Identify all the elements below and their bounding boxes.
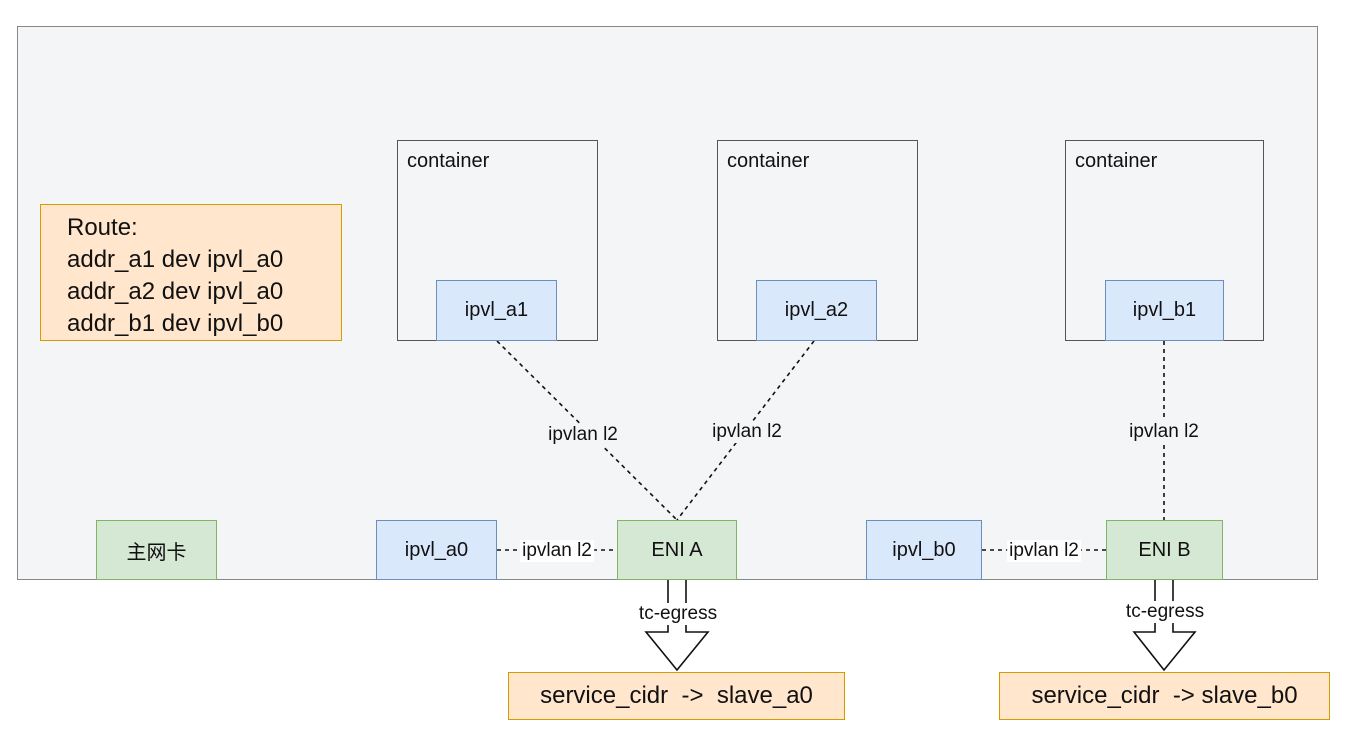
route-line-1: addr_a1 dev ipvl_a0 <box>67 246 284 273</box>
node-ipvl-a2: ipvl_a2 <box>756 280 877 341</box>
route-line-3: addr_b1 dev ipvl_b0 <box>67 310 284 337</box>
edge-label-a1-enia: ipvlan l2 <box>546 424 620 446</box>
edge-label-a2-enia: ipvlan l2 <box>710 421 784 443</box>
node-ipvl-b0: ipvl_b0 <box>866 520 982 580</box>
edge-label-b0-enib: ipvlan l2 <box>1007 540 1081 562</box>
container-a2-title: container <box>727 150 810 172</box>
node-ipvl-a1-label: ipvl_a1 <box>464 299 529 321</box>
container-b1-title: container <box>1075 150 1158 172</box>
node-ipvl-b1: ipvl_b1 <box>1105 280 1224 341</box>
node-ipvl-a0-label: ipvl_a0 <box>404 538 469 561</box>
egress-arrow-b <box>1132 580 1197 672</box>
node-ipvl-a2-label: ipvl_a2 <box>784 299 849 321</box>
container-a1-title: container <box>407 150 490 172</box>
service-box-b-label: service_cidr -> slave_b0 <box>1031 682 1298 709</box>
node-main-nic-label: 主网卡 <box>126 541 187 564</box>
service-box-a-label: service_cidr -> slave_a0 <box>540 682 813 709</box>
node-ipvl-b1-label: ipvl_b1 <box>1132 299 1197 321</box>
edge-label-egress-b: tc-egress <box>1123 601 1207 623</box>
edge-label-egress-a: tc-egress <box>636 603 720 625</box>
service-box-b: service_cidr -> slave_b0 <box>999 672 1330 720</box>
node-main-nic: 主网卡 <box>96 520 217 580</box>
node-eni-a-label: ENI A <box>651 538 703 561</box>
route-line-title: Route: <box>67 214 138 241</box>
egress-arrow-a <box>644 580 710 672</box>
node-eni-a: ENI A <box>617 520 737 580</box>
node-ipvl-a0: ipvl_a0 <box>376 520 497 580</box>
edge-label-b1-enib: ipvlan l2 <box>1127 421 1201 443</box>
edge-label-a0-enia: ipvlan l2 <box>520 540 594 562</box>
node-eni-b-label: ENI B <box>1138 538 1191 561</box>
route-line-2: addr_a2 dev ipvl_a0 <box>67 278 284 305</box>
node-eni-b: ENI B <box>1106 520 1223 580</box>
node-ipvl-b0-label: ipvl_b0 <box>892 538 956 561</box>
route-table-box: Route: addr_a1 dev ipvl_a0 addr_a2 dev i… <box>40 204 342 341</box>
service-box-a: service_cidr -> slave_a0 <box>508 672 845 720</box>
node-ipvl-a1: ipvl_a1 <box>436 280 557 341</box>
